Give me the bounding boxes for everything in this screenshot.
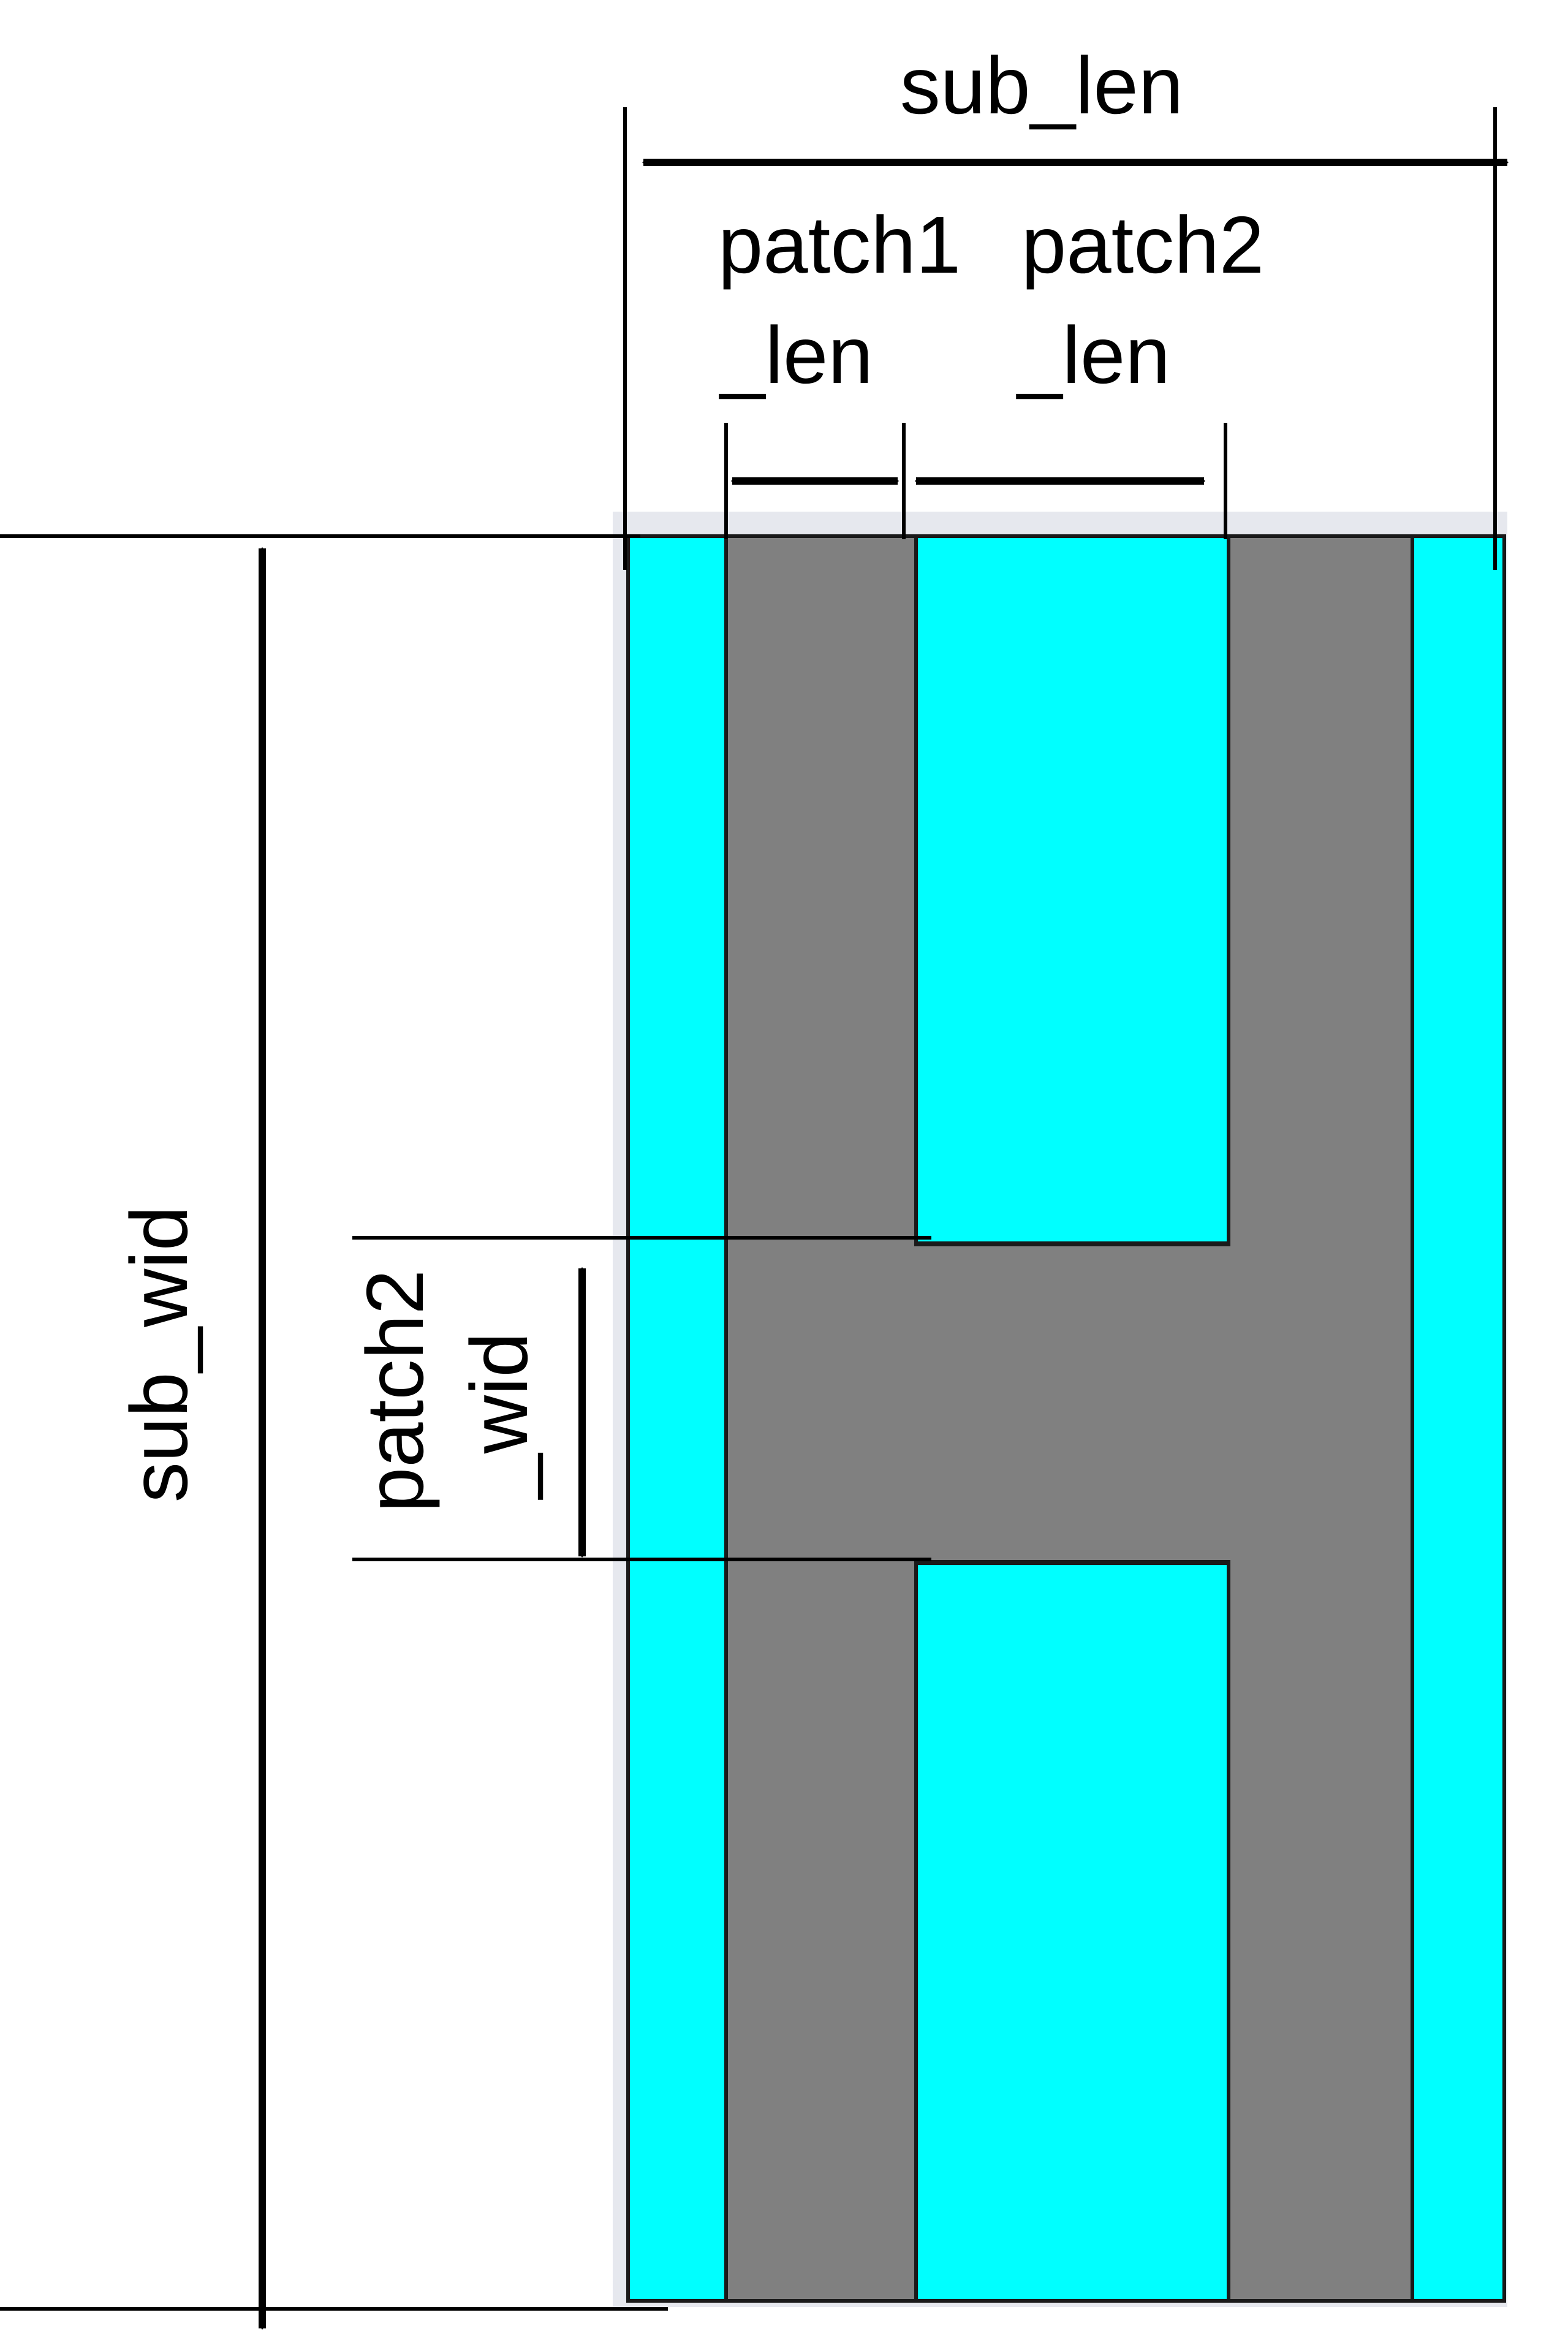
patch2-wid-label-line1: patch2 — [350, 1270, 440, 1512]
sub-wid-label: sub_wid — [114, 1206, 204, 1502]
sub-len-label: sub_len — [900, 40, 1183, 131]
patch1-len-label-line2: _len — [719, 310, 873, 400]
crossbar-join — [912, 1246, 1233, 1560]
metal-strip-left — [724, 534, 918, 2303]
metal-strip-right — [1227, 534, 1414, 2303]
patch2-wid-label-line2: _wid — [454, 1332, 544, 1499]
patch2-len-label-line2: _len — [1016, 310, 1170, 400]
patch1-len-label-line1: patch1 — [718, 200, 961, 290]
patch2-len-label-line1: patch2 — [1021, 200, 1264, 290]
